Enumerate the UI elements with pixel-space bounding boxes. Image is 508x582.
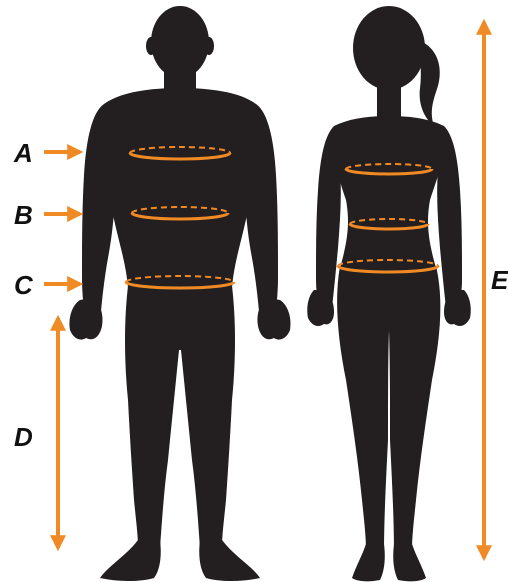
label-a: A xyxy=(13,138,33,168)
label-b: B xyxy=(14,200,33,230)
label-c: C xyxy=(14,270,34,300)
label-e: E xyxy=(491,265,508,295)
male-silhouette-icon xyxy=(69,6,290,581)
female-silhouette-icon xyxy=(307,6,471,581)
label-d: D xyxy=(14,422,33,452)
